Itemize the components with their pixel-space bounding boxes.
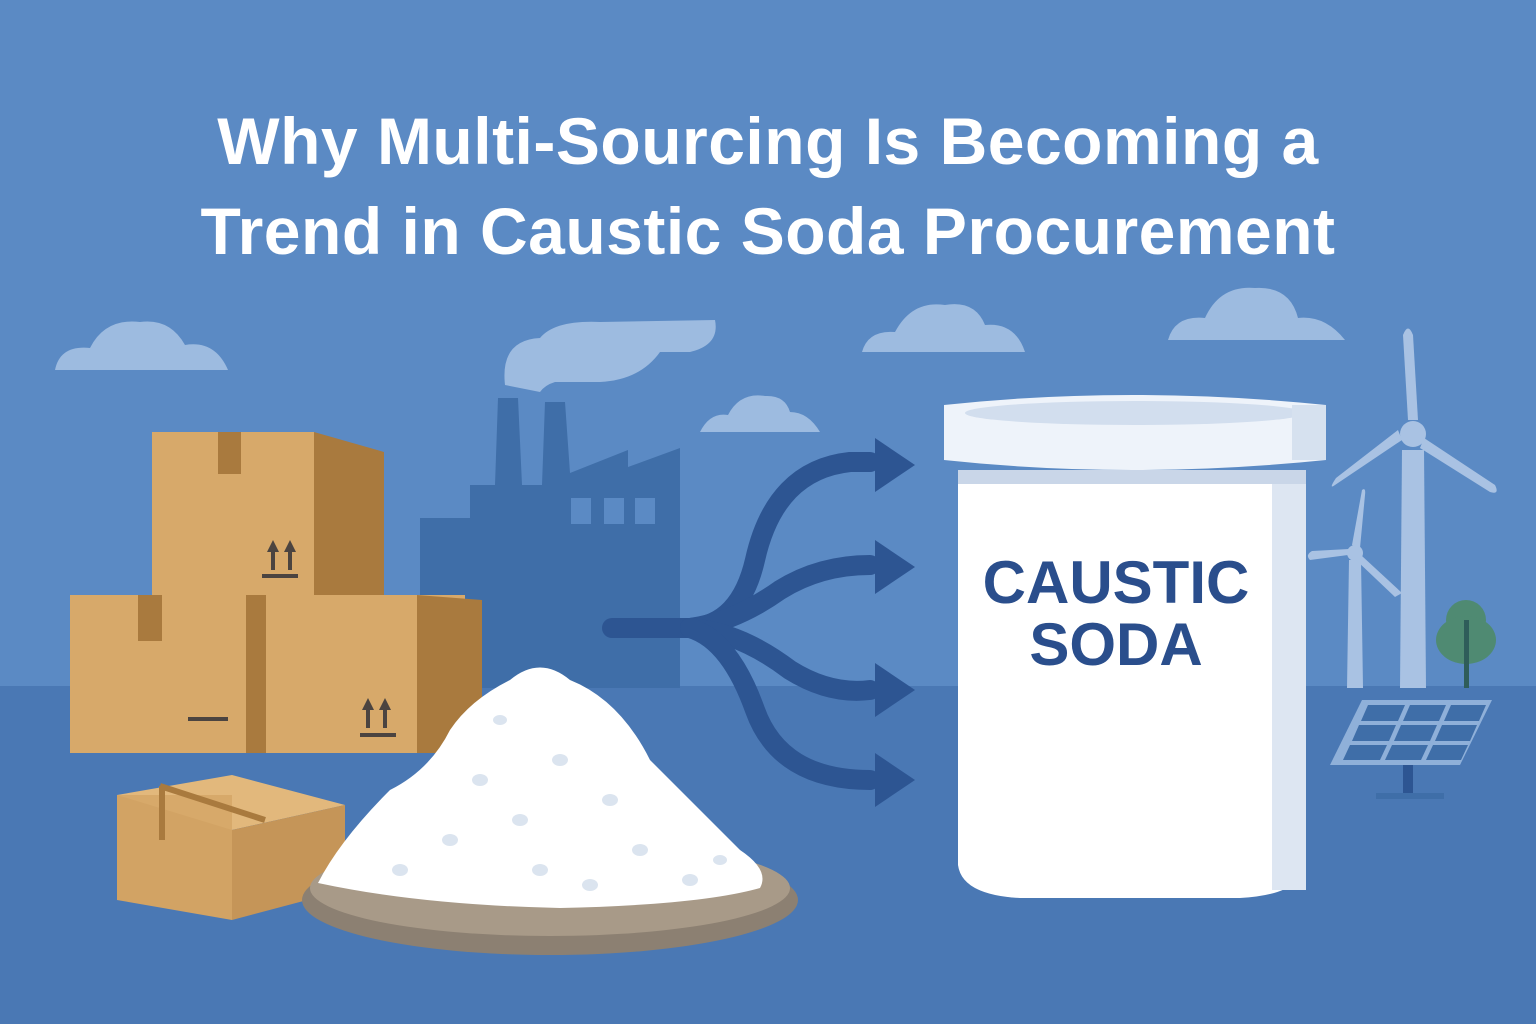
solar-panel-icon (1330, 700, 1492, 799)
title-line-2: Trend in Caustic Soda Procurement (200, 194, 1336, 268)
container-drum-icon (944, 395, 1326, 898)
cardboard-box-icon (70, 595, 482, 753)
wind-turbine-icon (1331, 328, 1497, 688)
arrowheads (875, 438, 915, 807)
page-title: Why Multi-Sourcing Is Becoming a Trend i… (0, 96, 1536, 276)
cardboard-box-icon (152, 432, 384, 595)
tree-icon (1436, 600, 1496, 688)
branching-arrows-icon (602, 452, 880, 790)
container-label: CAUSTIC SODA (956, 552, 1276, 676)
container-label-line-1: CAUSTIC (982, 549, 1250, 616)
title-line-1: Why Multi-Sourcing Is Becoming a (217, 104, 1319, 178)
cardboard-box-icon (117, 775, 345, 920)
cloud-icon (862, 304, 1025, 352)
cloud-icon (700, 395, 820, 432)
cloud-icon (1168, 287, 1345, 340)
wind-turbine-icon (1307, 489, 1402, 688)
container-label-line-2: SODA (1029, 611, 1203, 678)
powder-pile-icon (302, 667, 798, 955)
factory-icon (420, 320, 716, 688)
cloud-icon (55, 321, 228, 370)
